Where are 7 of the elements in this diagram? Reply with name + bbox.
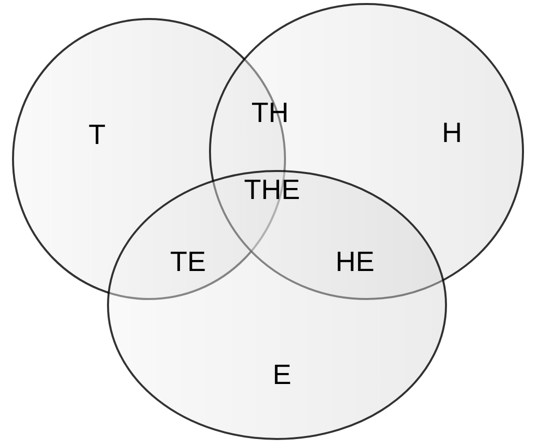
set-label: E (272, 361, 292, 389)
set-label: T (88, 121, 106, 149)
set-label: H (442, 119, 462, 147)
intersection-label: HE (336, 248, 374, 276)
intersection-label: TH (251, 99, 289, 127)
intersection-label: THE (244, 176, 300, 204)
intersection-label: TE (170, 248, 206, 276)
